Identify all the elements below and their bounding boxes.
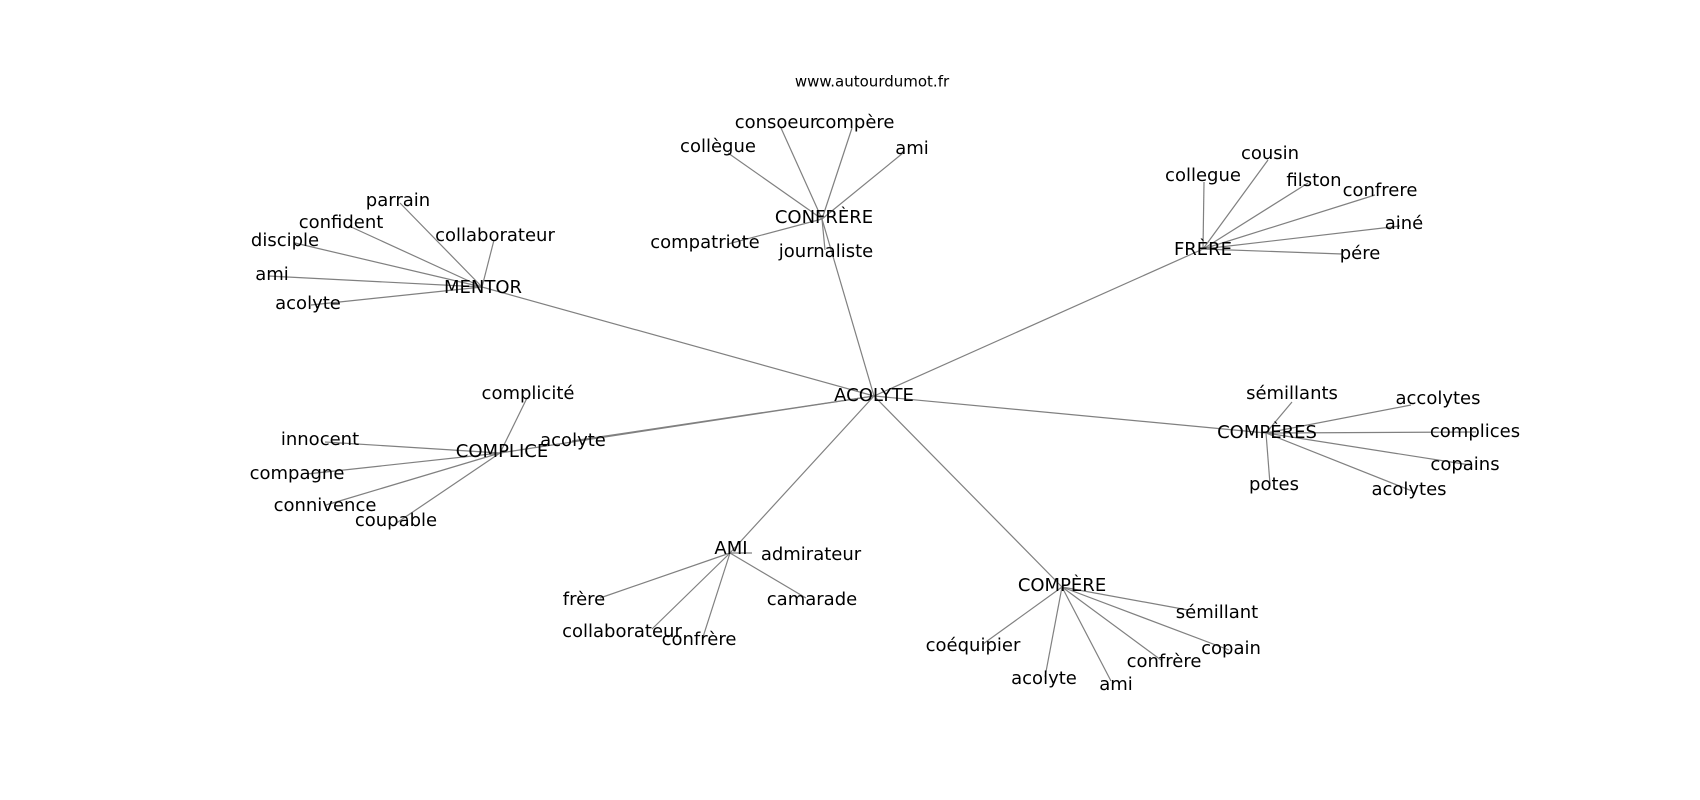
leaf-node-label: confrère: [1127, 651, 1202, 672]
leaf-node-label: confident: [299, 212, 384, 233]
edge-root-hub: [873, 395, 1063, 588]
edge-hub-leaf: [1061, 586, 1189, 611]
edge-hub-leaf: [294, 242, 483, 288]
edge-hub-leaf: [324, 441, 501, 454]
edge-root-hub: [729, 395, 875, 554]
leaf-node-label: confrère: [662, 629, 737, 650]
edge-hub-leaf: [499, 397, 528, 454]
edge-root-hub: [821, 218, 875, 397]
edge-hub-leaf: [1265, 432, 1271, 485]
leaf-node-label: ainé: [1385, 213, 1424, 234]
leaf-node-label: pére: [1340, 243, 1381, 264]
leaf-node-label: collegue: [1165, 165, 1241, 186]
hub-node-label: AMI: [714, 538, 747, 559]
leaf-node-label: compère: [815, 112, 894, 133]
edge-hub-leaf: [1265, 401, 1293, 434]
leaf-node-label: copain: [1201, 638, 1261, 659]
leaf-node-label: admirateur: [761, 544, 862, 565]
edge-hub-leaf: [702, 552, 731, 638]
edge-hub-leaf: [599, 552, 731, 599]
edge-hub-leaf: [780, 127, 823, 220]
leaf-node-label: ami: [255, 264, 289, 285]
leaf-node-label: sémillants: [1246, 383, 1338, 404]
edge-hub-leaf: [348, 225, 483, 288]
hub-node-label: FRÈRE: [1174, 238, 1232, 260]
leaf-node-label: complicité: [482, 383, 575, 404]
edge-hub-leaf: [1202, 248, 1343, 255]
edge-hub-leaf: [1202, 159, 1269, 250]
leaf-node-label: camarade: [767, 589, 857, 610]
hub-node-label: COMPLICE: [456, 441, 548, 462]
leaf-node-label: collaborateur: [435, 225, 555, 246]
edge-hub-leaf: [1265, 432, 1471, 466]
edge-hub-leaf: [729, 552, 807, 599]
edge-hub-leaf: [1265, 404, 1412, 434]
leaf-node-label: acolytes: [1371, 479, 1446, 500]
leaf-node-label: cousin: [1241, 143, 1299, 164]
edge-hub-leaf: [821, 218, 826, 251]
watermark-text: www.autourdumot.fr: [795, 73, 950, 91]
hub-node-label: COMPÈRES: [1217, 421, 1317, 443]
edge-hub-leaf: [1202, 182, 1309, 250]
edge-root-hub: [873, 395, 1267, 434]
edge-hub-leaf: [399, 202, 483, 288]
edge-hub-leaf: [727, 152, 823, 220]
edges-layer: [267, 127, 1477, 682]
leaf-node-label: connivence: [274, 495, 377, 516]
leaf-node-label: coéquipier: [926, 635, 1021, 656]
leaf-node-label: collaborateur: [562, 621, 682, 642]
leaf-node-label: compagne: [250, 463, 345, 484]
hub-node-label: COMPÈRE: [1018, 574, 1106, 596]
leaf-node-label: collègue: [680, 136, 756, 157]
leaf-node-label: compatriote: [650, 232, 760, 253]
leaf-node-label: acolyte: [1011, 668, 1077, 689]
leaf-node-label: frère: [563, 589, 606, 610]
leaf-node-label: journaliste: [778, 241, 873, 262]
edge-hub-leaf: [1265, 432, 1413, 492]
leaf-node-label: ami: [895, 138, 929, 159]
edge-hub-leaf: [1265, 431, 1477, 434]
edge-hub-leaf: [651, 552, 731, 630]
leaf-node-label: coupable: [355, 510, 437, 531]
leaf-node-label: filston: [1286, 170, 1341, 191]
leaf-node-label: parrain: [366, 190, 430, 211]
edge-hub-leaf: [821, 152, 904, 220]
edge-hub-leaf: [1202, 225, 1401, 250]
edge-hub-leaf: [821, 127, 853, 220]
leaf-node-label: sémillant: [1176, 602, 1259, 623]
leaf-node-label: disciple: [251, 230, 319, 251]
edge-hub-leaf: [325, 452, 501, 506]
edge-hub-leaf: [1061, 586, 1112, 682]
edge-hub-leaf: [481, 239, 495, 288]
leaf-node-label: complices: [1430, 421, 1520, 442]
edge-root-hub: [873, 248, 1204, 397]
edge-hub-leaf: [727, 218, 823, 245]
leaf-node-label: accolytes: [1396, 388, 1481, 409]
leaf-node-label: ami: [1099, 674, 1133, 695]
hub-node-label: CONFRÈRE: [775, 206, 873, 228]
leaf-node-label: consoeur: [735, 112, 818, 133]
hub-node-label: MENTOR: [444, 277, 522, 298]
leaf-node-label: innocent: [281, 429, 359, 450]
edge-hub-leaf: [1061, 586, 1162, 661]
leaf-node-label: potes: [1249, 474, 1299, 495]
edge-hub-leaf: [394, 452, 501, 525]
leaf-node-label: acolyte: [540, 430, 606, 451]
edge-root-hub: [481, 286, 875, 397]
leaf-node-label: copains: [1430, 454, 1499, 475]
leaf-node-label: acolyte: [275, 293, 341, 314]
root-node-label: ACOLYTE: [834, 385, 914, 406]
edge-hub-leaf: [1202, 181, 1205, 250]
edge-hub-leaf: [1044, 586, 1063, 678]
edge-hub-leaf: [982, 586, 1063, 645]
edge-hub-leaf: [267, 275, 483, 288]
edge-hub-leaf: [310, 286, 483, 306]
edge-hub-leaf: [1202, 194, 1376, 250]
edge-hub-leaf: [1061, 586, 1230, 651]
leaf-node-label: confrere: [1343, 180, 1418, 201]
edge-root-hub: [499, 395, 875, 454]
edge-hub-leaf: [306, 452, 501, 475]
